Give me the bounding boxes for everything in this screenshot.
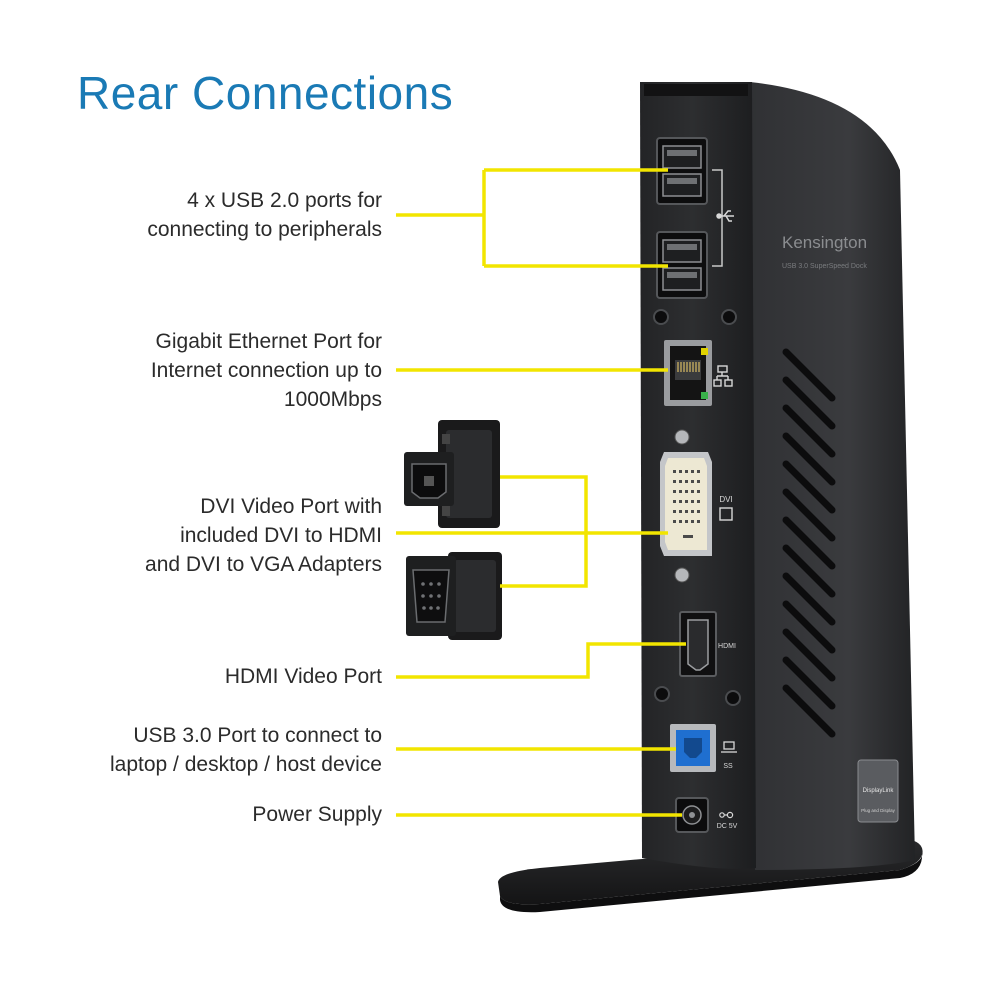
label-line: Gigabit Ethernet Port for [155,330,382,353]
label-usb2-ports: 4 x USB 2.0 ports for connecting to peri… [147,186,382,244]
label-line: Internet connection up to [150,359,382,382]
usb-symbol-icon [716,210,734,222]
displaylink-badge: DisplayLink Plug and Display [857,759,899,823]
dvi-port: DVI [660,429,733,583]
badge-line2: Plug and Display [861,808,896,813]
usb3-mark: SS [723,763,733,770]
hdmi-port: HDMI [679,611,736,677]
callout-dvi [396,475,668,588]
label-line: HDMI Video Port [224,665,382,688]
label-line: USB 3.0 Port to connect to [133,724,382,747]
usb2-port-group [656,137,734,299]
dvi-to-hdmi-adapter [404,420,500,528]
label-line: DVI Video Port with [200,495,382,518]
hdmi-mark: HDMI [718,643,736,650]
label-usb3-port: USB 3.0 Port to connect to laptop / desk… [110,721,382,779]
dvi-to-vga-adapter [406,552,502,640]
label-line: connecting to peripherals [147,218,382,241]
label-ethernet-port: Gigabit Ethernet Port for Internet conne… [151,327,382,414]
screw-icon [653,309,741,706]
dvi-mark: DVI [719,495,732,504]
label-line: 1000Mbps [283,388,382,411]
dock-top-edge [644,84,748,96]
label-line: included DVI to HDMI [180,524,382,547]
model-text: USB 3.0 SuperSpeed Dock [782,263,867,270]
usb3-port: SS [670,724,737,772]
callout-lines [396,168,686,817]
power-mark: DC 5V [717,823,738,830]
page-title: Rear Connections [77,67,454,119]
label-line: Power Supply [252,803,382,826]
label-hdmi-port: HDMI Video Port [225,662,382,691]
badge-line1: DisplayLink [863,788,895,794]
monitor-icon [719,507,733,521]
ethernet-port [664,340,733,406]
polarity-icon [719,811,734,819]
dock-side-panel [750,82,915,870]
callout-hdmi [396,642,686,679]
label-line: and DVI to VGA Adapters [145,553,382,576]
label-line: 4 x USB 2.0 ports for [187,189,382,212]
brand-logo: Kensington [782,233,867,252]
side-vents [782,348,836,738]
network-icon [713,365,733,387]
label-power-supply: Power Supply [252,800,382,829]
callout-usb2 [396,168,668,268]
laptop-icon [721,741,737,753]
label-dvi-port: DVI Video Port with included DVI to HDMI… [145,492,382,579]
label-line: laptop / desktop / host device [109,753,382,776]
